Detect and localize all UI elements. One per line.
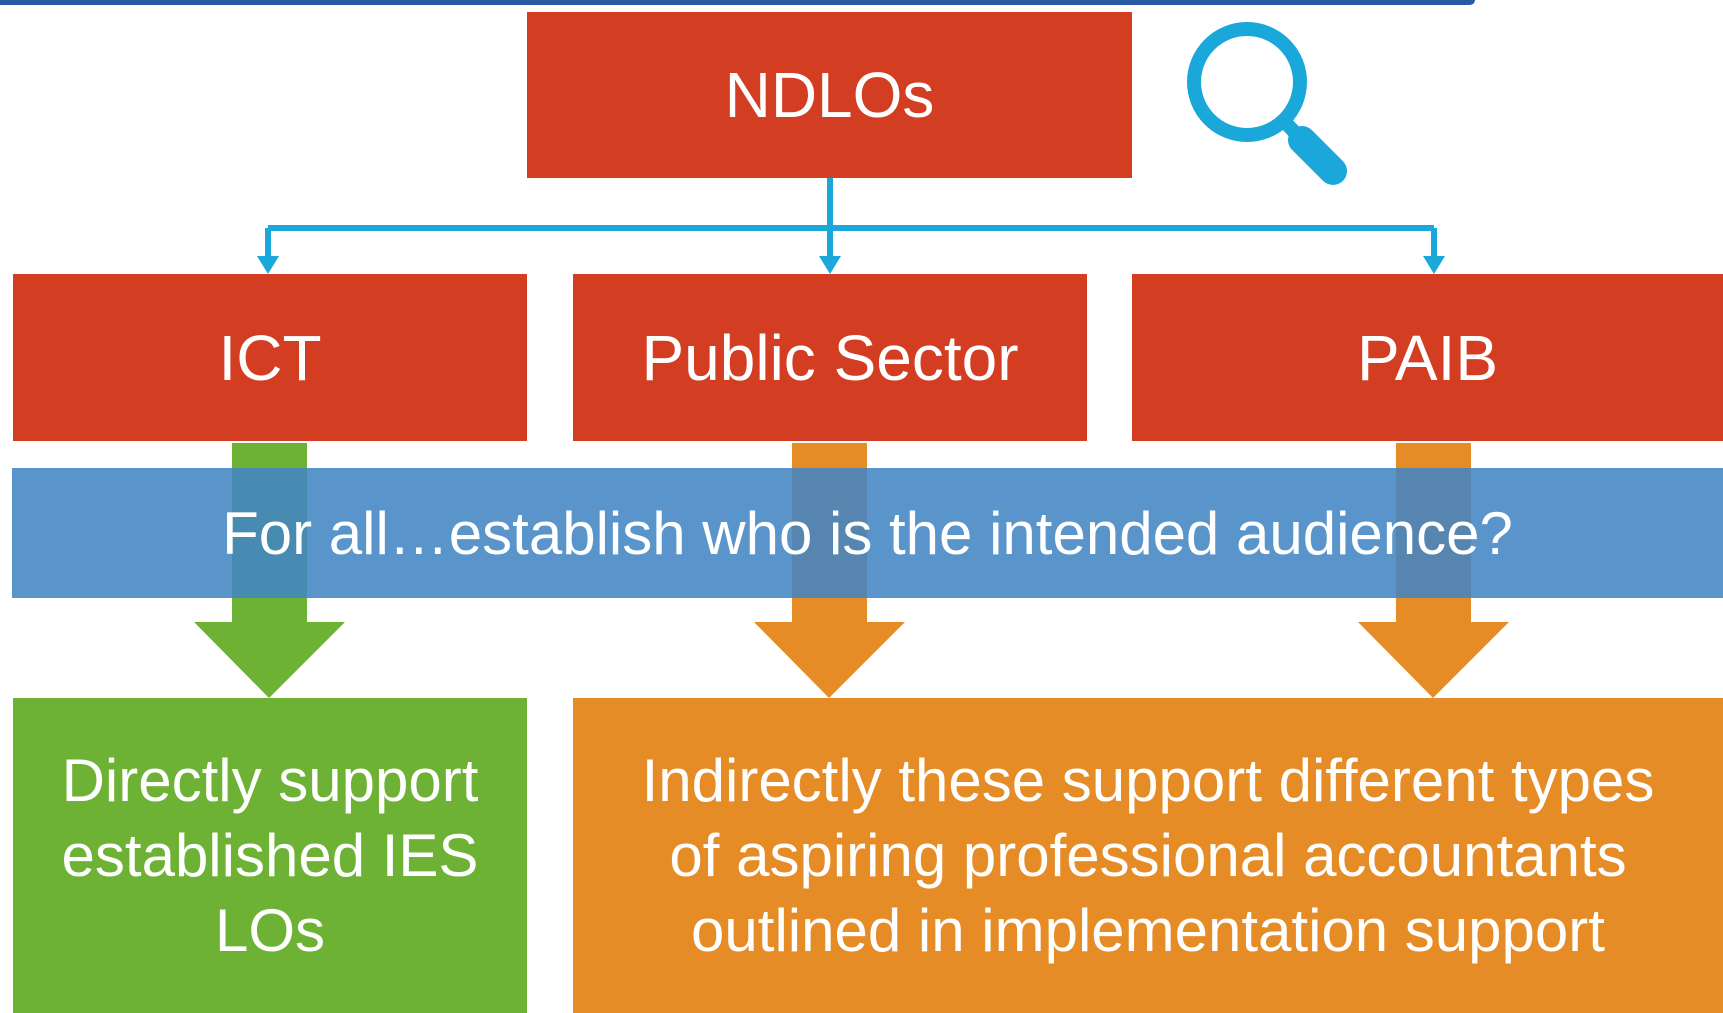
root-node: NDLOs xyxy=(527,12,1132,178)
indirect-support-box: Indirectly these support different types… xyxy=(573,698,1723,1013)
root-node-label: NDLOs xyxy=(724,59,935,131)
top-accent-bar xyxy=(0,0,1475,5)
branch-node-label: ICT xyxy=(218,321,322,394)
branch-node-ict: ICT xyxy=(13,274,527,441)
audience-banner: For all…establish who is the intended au… xyxy=(12,468,1723,598)
branch-node-label: Public Sector xyxy=(641,321,1019,394)
audience-banner-text: For all…establish who is the intended au… xyxy=(222,499,1513,567)
branch-node-label: PAIB xyxy=(1356,321,1499,394)
indirect-support-text: Indirectly these support different types… xyxy=(641,747,1655,964)
branch-node-paib: PAIB xyxy=(1132,274,1723,441)
direct-support-box: Directly support established IES LOs xyxy=(13,698,527,1013)
branch-node-public-sector: Public Sector xyxy=(573,274,1087,441)
direct-support-text: Directly support established IES LOs xyxy=(61,747,479,964)
